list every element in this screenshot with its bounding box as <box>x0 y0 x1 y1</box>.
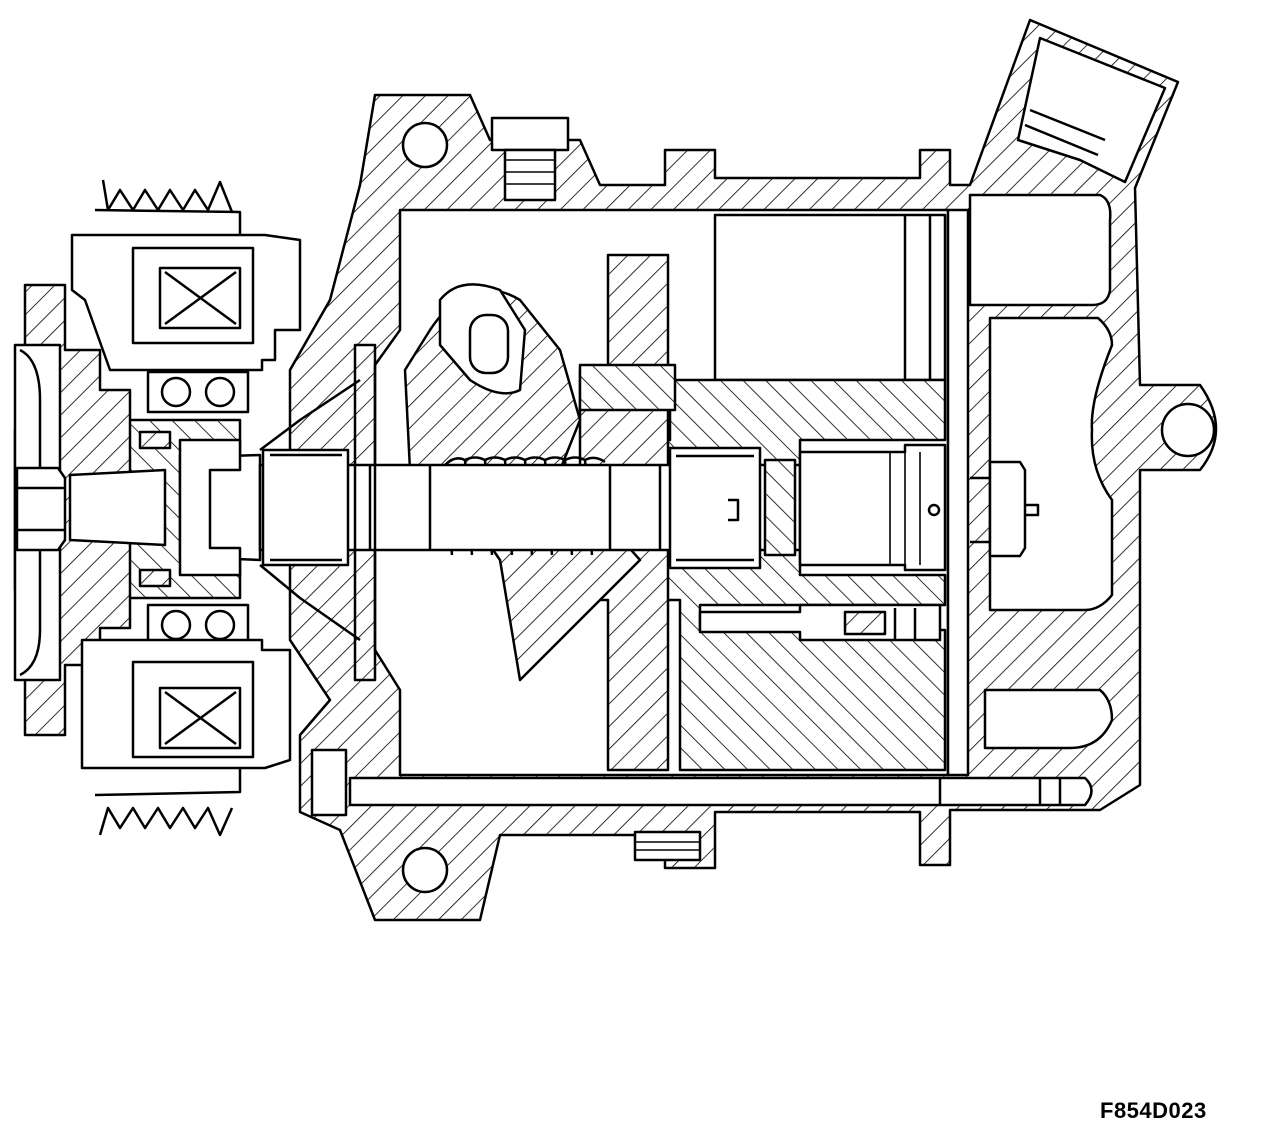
top-bolt-shank <box>503 148 557 202</box>
top-bolt-head <box>490 116 570 152</box>
port-fitting <box>1016 36 1167 184</box>
front-lower-mount-hole <box>401 846 449 894</box>
front-upper-mount-hole <box>401 121 449 169</box>
through-bolt <box>348 776 1093 807</box>
rear-nut <box>988 460 1027 558</box>
hinge-pin <box>468 313 510 375</box>
upper-ball-bearing <box>146 370 250 414</box>
hub-spline <box>68 468 167 547</box>
lower-ball-bearing <box>146 603 250 647</box>
front-needle-bearing <box>261 448 350 567</box>
figure-code: F854D023 <box>1100 1098 1207 1123</box>
piston <box>713 213 947 382</box>
rear-head-lower-chamber <box>983 688 1114 750</box>
lower-belt-grooves <box>98 806 234 837</box>
valve-plate <box>946 208 970 777</box>
rear-needle-bearing <box>668 446 762 570</box>
through-bolt-head <box>310 748 348 817</box>
shaft-nut <box>15 466 67 552</box>
rod-shoe <box>578 363 677 412</box>
rear-mount-hole <box>1160 402 1216 458</box>
upper-belt-grooves <box>101 179 234 213</box>
control-valve-body <box>798 443 947 572</box>
rear-head-cavity <box>968 193 1112 307</box>
shaft-seal <box>178 438 242 577</box>
bottom-plug <box>633 830 702 862</box>
